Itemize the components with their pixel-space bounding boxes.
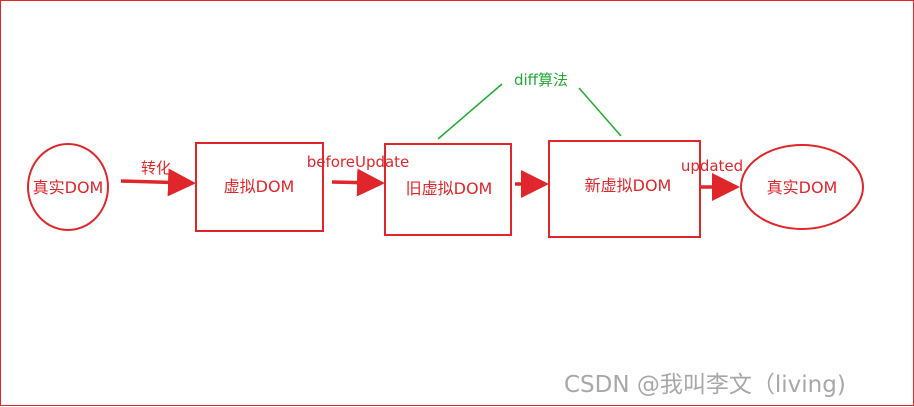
new-virtual-dom-box [548, 140, 701, 238]
real-dom-right-ellipse [740, 144, 864, 230]
before-update-arrow [331, 168, 385, 197]
real-dom-right-label: 真实DOM [767, 178, 838, 197]
virtual-dom-label: 虚拟DOM [224, 177, 295, 196]
diff-algorithm-label: diff算法 [514, 71, 568, 89]
diff-line-left [437, 83, 503, 140]
new-virtual-dom-label: 新虚拟DOM [585, 176, 672, 195]
old-virtual-dom-label: 旧虚拟DOM [406, 179, 493, 198]
diff-line-right [578, 87, 622, 137]
convert-arrow [120, 168, 196, 197]
real-dom-left-label: 真实DOM [33, 178, 104, 197]
virtual-dom-box [195, 142, 324, 232]
old-virtual-dom-box [384, 143, 512, 236]
before-update-label: beforeUpdate [307, 153, 410, 171]
real-dom-left-ellipse [27, 143, 109, 231]
updated-label: updated [681, 157, 743, 175]
watermark-text: CSDN @我叫李文（living) [564, 372, 846, 398]
convert-label: 转化 [141, 159, 171, 177]
